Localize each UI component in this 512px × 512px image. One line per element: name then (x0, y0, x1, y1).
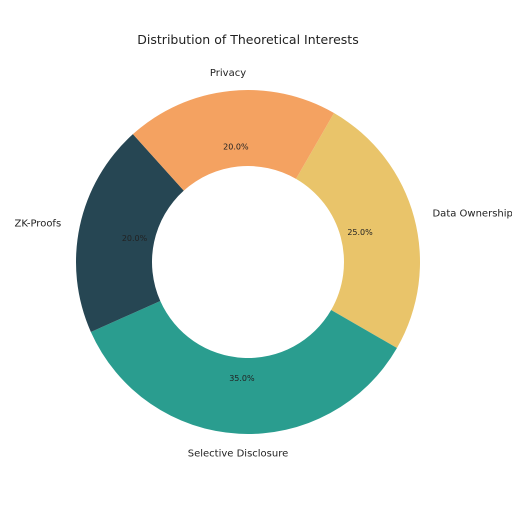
chart-title: Distribution of Theoretical Interests (137, 32, 358, 47)
category-label-zk-proofs: ZK-Proofs (14, 218, 61, 229)
slice-privacy (132, 90, 334, 191)
category-label-selective-disclosure: Selective Disclosure (188, 449, 289, 460)
category-label-data-ownership: Data Ownership (432, 209, 512, 220)
pct-label-privacy: 20.0% (223, 143, 249, 152)
slice-data-ownership (296, 113, 420, 348)
slice-selective-disclosure (90, 301, 397, 434)
slices-group (75, 90, 420, 434)
slice-zk-proofs (75, 134, 184, 332)
labels-group: 25.0% Data Ownership 35.0% Selective Disclo… (14, 68, 512, 460)
pct-label-selective-disclosure: 35.0% (229, 374, 255, 383)
pct-label-zk-proofs: 20.0% (122, 234, 148, 243)
category-label-privacy: Privacy (210, 68, 246, 79)
pct-label-data-ownership: 25.0% (347, 228, 373, 237)
